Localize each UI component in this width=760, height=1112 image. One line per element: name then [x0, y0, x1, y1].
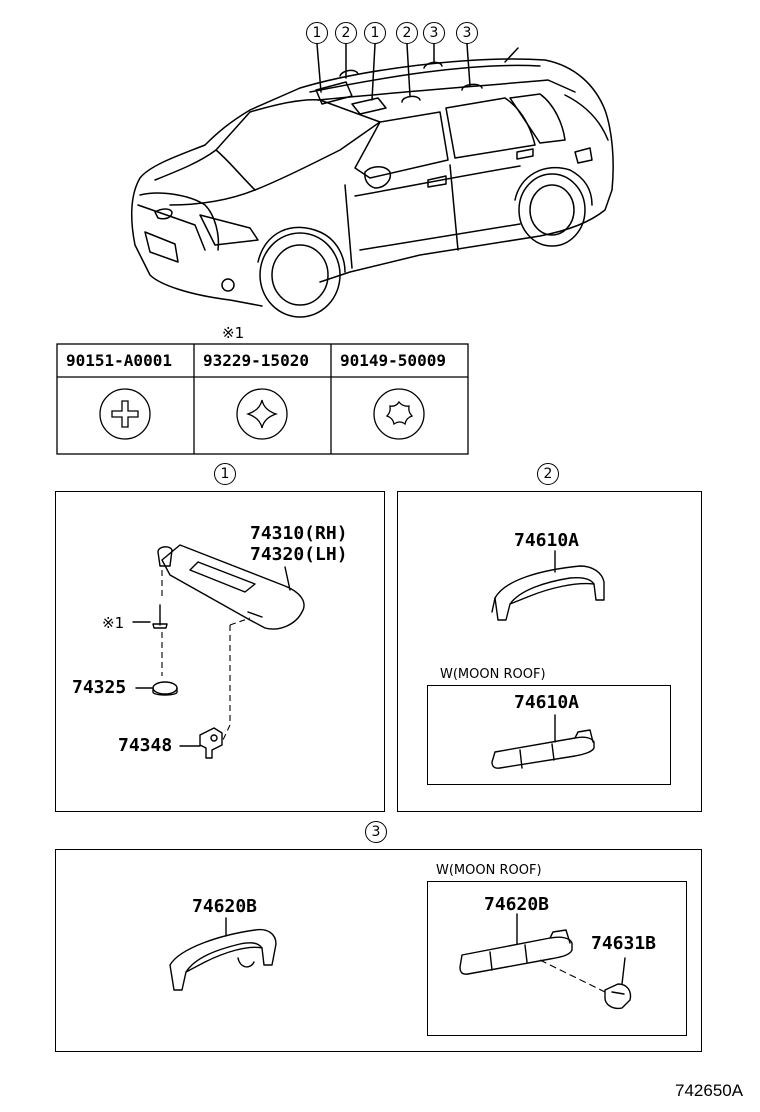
part-label-74620b: 74620B: [192, 896, 258, 917]
callout-1: 1: [364, 22, 386, 44]
moonroof-label: W(MOON ROOF): [436, 863, 542, 878]
table-header-cell: 93229-15020: [203, 351, 309, 370]
part-label-74631b: 74631B: [591, 933, 657, 954]
table-header-cell: 90151-A0001: [66, 351, 172, 370]
part-label-74320: 74320(LH): [250, 544, 348, 565]
part-label-74325: 74325: [72, 677, 127, 698]
group-1-callout: 1: [214, 463, 236, 485]
group-3-panel: [55, 849, 702, 1052]
screw-note: ※1: [102, 614, 125, 632]
callout-3: 3: [456, 22, 478, 44]
plus-screw-icon: [99, 388, 151, 440]
moonroof-label: W(MOON ROOF): [440, 667, 546, 682]
torx-screw-icon: [373, 388, 425, 440]
group-2-panel: [397, 491, 702, 812]
table-header-cell: 90149-50009: [340, 351, 446, 370]
part-label-74620b-moonroof: 74620B: [484, 894, 550, 915]
part-label-74348: 74348: [118, 735, 173, 756]
diagram-id: 742650A: [675, 1081, 744, 1100]
callout-2: 2: [396, 22, 418, 44]
pozi-screw-icon: [236, 388, 288, 440]
callout-2: 2: [335, 22, 357, 44]
group-2-callout: 2: [537, 463, 559, 485]
group-2-moonroof-panel: [427, 685, 671, 785]
group-3-callout: 3: [365, 821, 387, 843]
group-3-moonroof-panel: [427, 881, 687, 1036]
part-label-74310: 74310(RH): [250, 523, 348, 544]
part-label-74610a: 74610A: [514, 530, 580, 551]
part-label-74610a-moonroof: 74610A: [514, 692, 580, 713]
fastener-note: ※1: [222, 324, 245, 342]
callout-3: 3: [423, 22, 445, 44]
callout-1: 1: [306, 22, 328, 44]
group-1-panel: [55, 491, 385, 812]
